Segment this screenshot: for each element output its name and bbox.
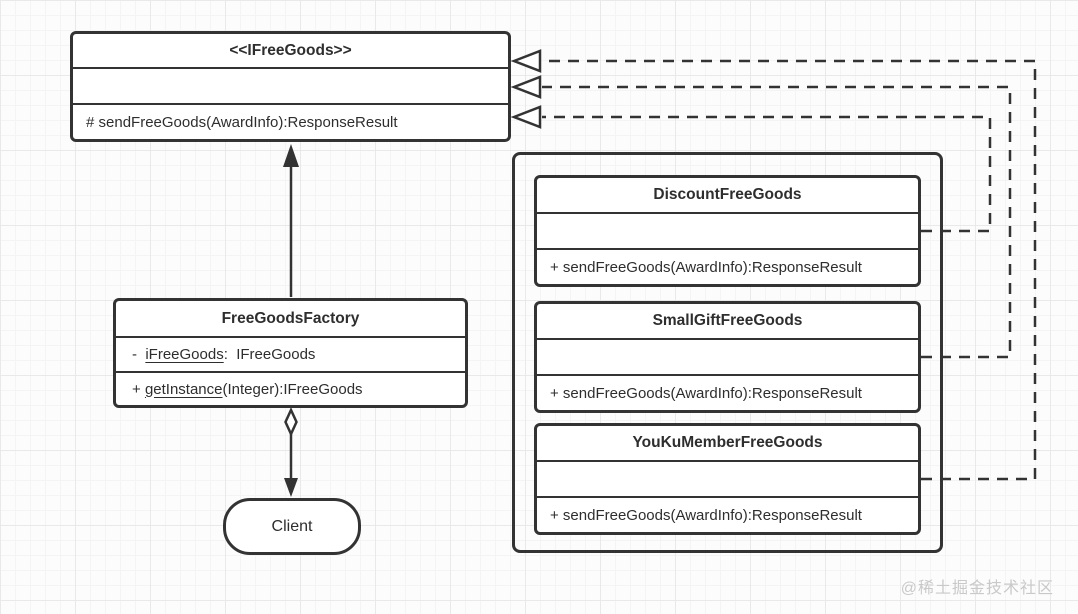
interface-attributes-section	[73, 67, 508, 103]
class-freegoodsfactory: FreeGoodsFactory - iFreeGoods: IFreeGood…	[113, 298, 468, 408]
discount-method: + sendFreeGoods(AwardInfo):ResponseResul…	[537, 248, 918, 284]
interface-title: <<IFreeGoods>>	[229, 41, 352, 59]
smallgift-attributes-section	[537, 338, 918, 374]
factory-attribute: - iFreeGoods: IFreeGoods	[116, 336, 465, 371]
factory-method-name: getInstance	[144, 380, 223, 398]
watermark-text: @稀土掘金技术社区	[900, 580, 1054, 597]
association-arrow-factory-to-interface	[283, 144, 299, 297]
factory-title: FreeGoodsFactory	[221, 309, 360, 327]
class-discountfreegoods: DiscountFreeGoods + sendFreeGoods(AwardI…	[534, 175, 921, 287]
interface-method: # sendFreeGoods(AwardInfo):ResponseResul…	[73, 103, 508, 139]
factory-attribute-name: iFreeGoods	[145, 346, 224, 363]
interface-class-ifreegoods: <<IFreeGoods>> # sendFreeGoods(AwardInfo…	[70, 31, 511, 142]
smallgift-title: SmallGiftFreeGoods	[652, 312, 803, 329]
discount-title: DiscountFreeGoods	[653, 186, 802, 203]
class-smallgiftfreegoods: SmallGiftFreeGoods + sendFreeGoods(Award…	[534, 301, 921, 413]
discount-attributes-section	[537, 212, 918, 248]
youku-title: YouKuMemberFreeGoods	[632, 434, 823, 451]
youku-attributes-section	[537, 460, 918, 496]
aggregation-arrow-factory-to-client	[284, 406, 298, 497]
factory-attribute-visibility: -	[132, 346, 146, 363]
factory-attribute-type: : IFreeGoods	[223, 346, 316, 363]
youku-method: + sendFreeGoods(AwardInfo):ResponseResul…	[537, 496, 918, 532]
client-label: Client	[271, 517, 313, 535]
class-youkumemberfreegoods: YouKuMemberFreeGoods + sendFreeGoods(Awa…	[534, 423, 921, 535]
client-node: Client	[223, 498, 361, 555]
factory-method-visibility: +	[132, 380, 145, 398]
smallgift-method: + sendFreeGoods(AwardInfo):ResponseResul…	[537, 374, 918, 410]
factory-method: + getInstance(Integer):IFreeGoods	[116, 371, 465, 405]
factory-method-signature: (Integer):IFreeGoods	[222, 380, 363, 398]
